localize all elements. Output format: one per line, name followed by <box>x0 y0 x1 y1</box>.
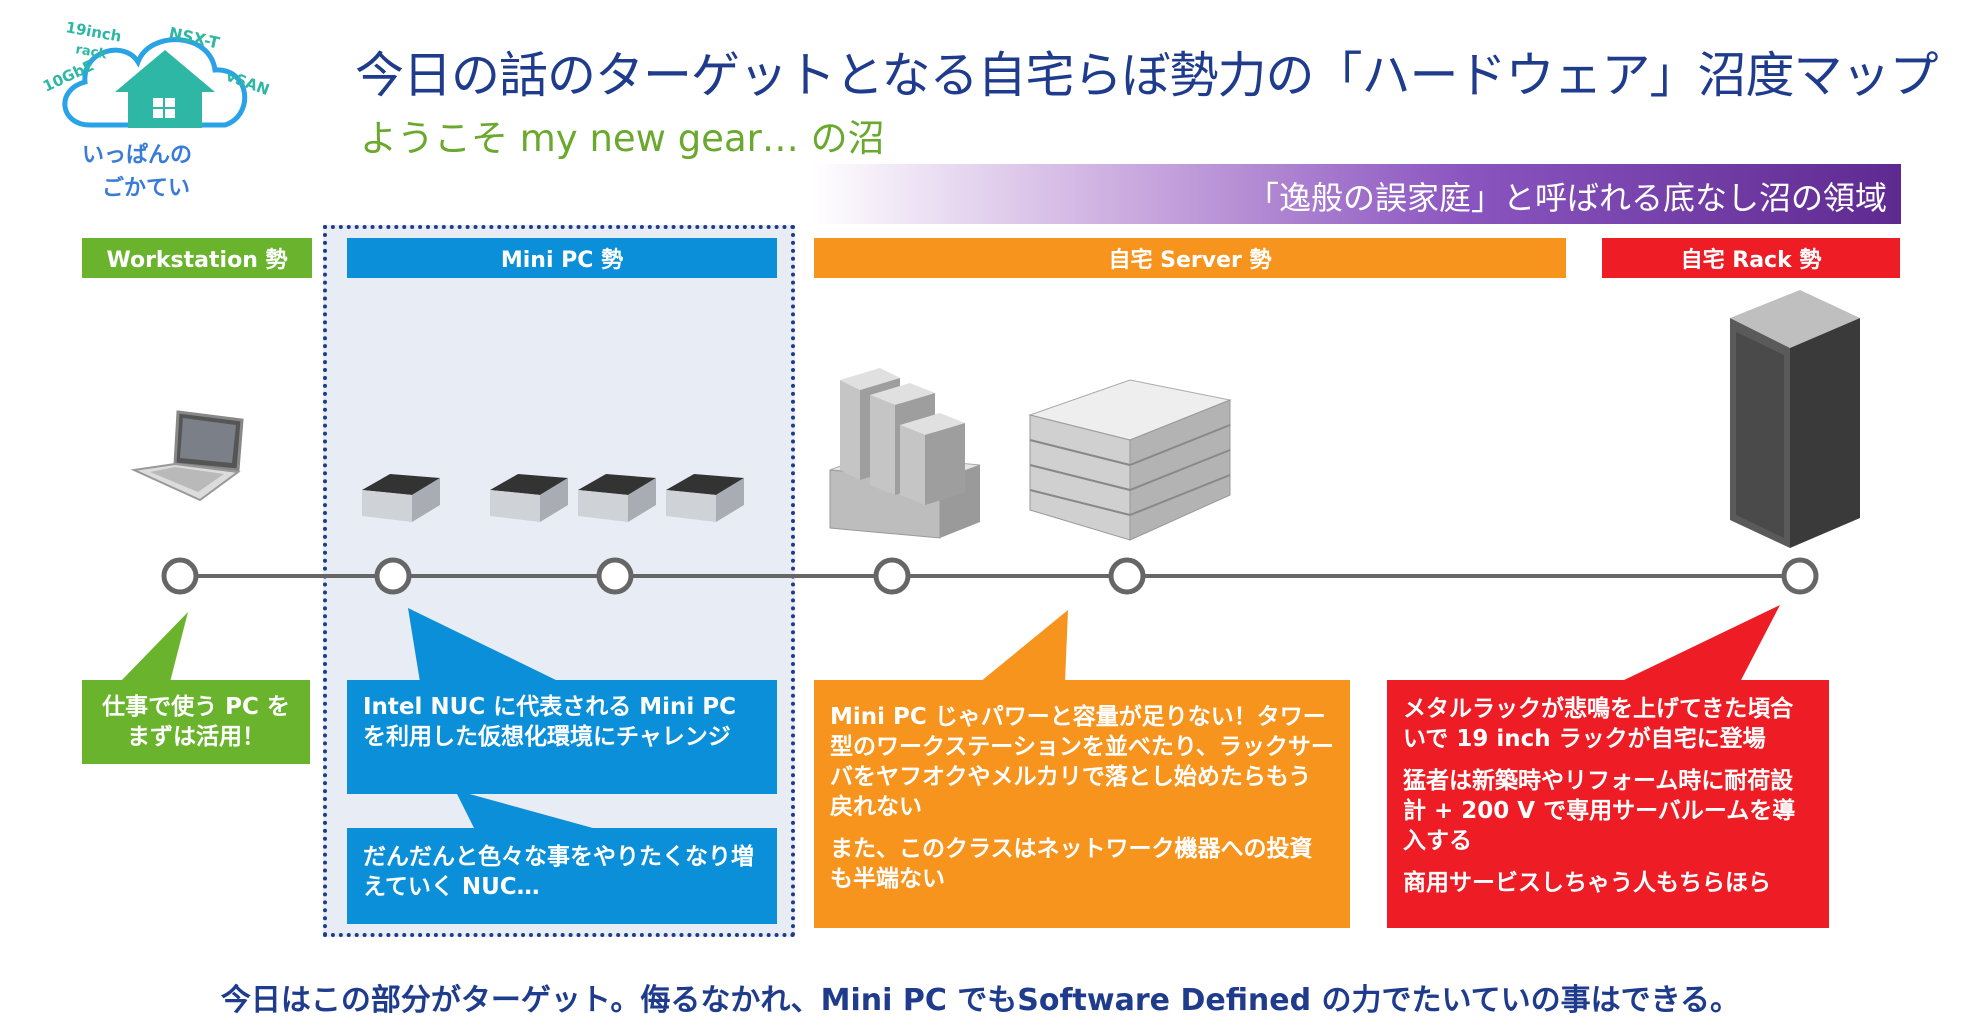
pointer-server <box>980 610 1068 682</box>
box-rack-text-2: 猛者は新築時やリフォーム時に耐荷設計 + 200 V で専用サーバルームを導入す… <box>1403 768 1796 854</box>
mini-pc-icon <box>666 474 744 522</box>
footer-note: 今日はこの部分がターゲット。侮るなかれ、Mini PC でもSoftware D… <box>220 983 1741 1018</box>
banner: 「逸般の誤家庭」と呼ばれる底なし沼の領域 <box>812 164 1901 224</box>
timeline-node <box>873 557 911 595</box>
timeline-node <box>374 557 412 595</box>
category-workstation: Workstation 勢 <box>82 238 312 278</box>
logo-text: ごかてい <box>102 175 190 201</box>
timeline-node <box>596 557 634 595</box>
pointer-workstation <box>120 612 188 682</box>
category-rack: 自宅 Rack 勢 <box>1602 238 1900 278</box>
box-server-text-2: また、このクラスはネットワーク機器への投資も半端ない <box>830 836 1313 892</box>
pointer-minipc-1 <box>408 608 560 682</box>
pointer-minipc-2 <box>455 790 600 830</box>
box-rack-text-3: 商用サービスしちゃう人もちらほら <box>1403 870 1771 896</box>
mini-pc-icon <box>490 474 568 522</box>
box-minipc-1: Intel NUC に代表される Mini PC を利用した仮想化環境にチャレン… <box>347 680 777 794</box>
logo-text: rack <box>74 42 108 62</box>
rack-server-icon <box>1028 379 1232 541</box>
server-rack-icon <box>1730 290 1860 548</box>
category-server: 自宅 Server 勢 <box>814 238 1566 278</box>
laptop-icon <box>130 410 244 502</box>
box-rack-text-1: メタルラックが悲鳴を上げてきた頃合いで 19 inch ラックが自宅に登場 <box>1403 696 1794 752</box>
box-minipc-2-text: だんだんと色々な事をやりたくなり増えていく NUC… <box>363 844 754 900</box>
category-minipc: Mini PC 勢 <box>347 238 777 278</box>
timeline-node <box>161 557 199 595</box>
tower-server-icon <box>829 368 981 539</box>
box-workstation: 仕事で使う PC をまずは活用！ <box>82 680 310 764</box>
pointer-rack <box>1620 605 1780 682</box>
page-title: 今日の話のターゲットとなる自宅らぼ勢力の「ハードウェア」沼度マップ <box>355 47 1939 104</box>
mini-pc-icon <box>362 474 440 522</box>
logo: 19inch rack NSX-T 10GbE vSAN いっぱんの ごかてい <box>40 18 272 201</box>
box-server: Mini PC じゃパワーと容量が足りない！タワー型のワークステーションを並べた… <box>814 680 1350 928</box>
page-subtitle: ようこそ my new gear… の沼 <box>360 117 885 160</box>
box-minipc-2: だんだんと色々な事をやりたくなり増えていく NUC… <box>347 828 777 924</box>
timeline-node <box>1108 557 1146 595</box>
mini-pc-icon <box>578 474 656 522</box>
box-minipc-1-text: Intel NUC に代表される Mini PC を利用した仮想化環境にチャレン… <box>363 694 737 750</box>
box-rack: メタルラックが悲鳴を上げてきた頃合いで 19 inch ラックが自宅に登場 猛者… <box>1387 680 1829 928</box>
box-server-text-1: Mini PC じゃパワーと容量が足りない！タワー型のワークステーションを並べた… <box>830 704 1334 820</box>
box-workstation-text: 仕事で使う PC をまずは活用！ <box>102 694 290 750</box>
timeline-node <box>1781 557 1819 595</box>
logo-text: いっぱんの <box>82 142 192 168</box>
banner-text: 「逸般の誤家庭」と呼ばれる底なし沼の領域 <box>1246 179 1887 217</box>
